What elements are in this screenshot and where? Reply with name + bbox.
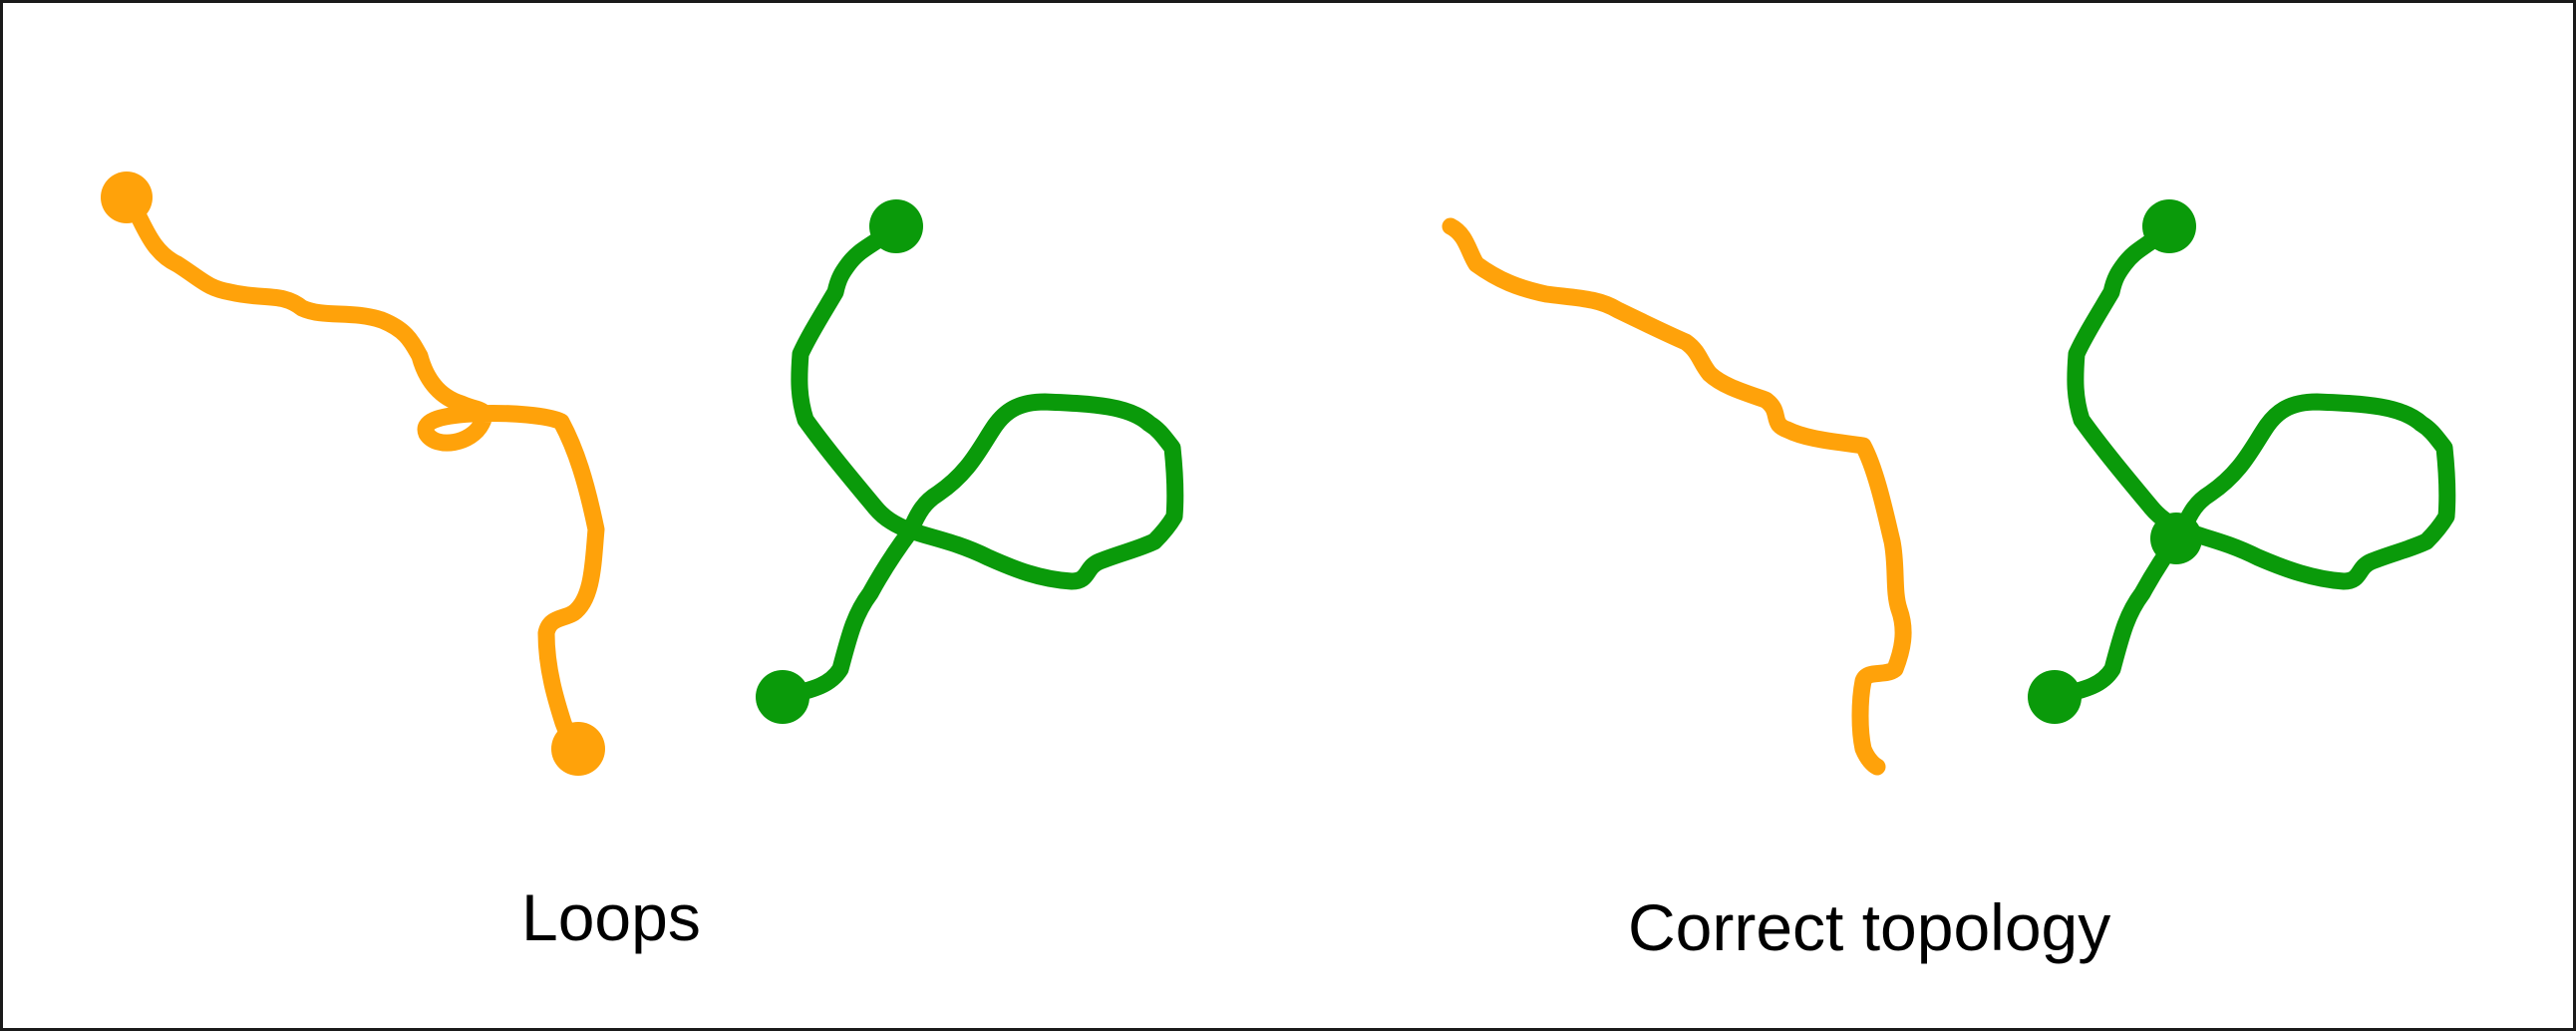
caption-correct-topology: Correct topology — [1628, 890, 2111, 964]
green-end-node-right — [2028, 670, 2082, 724]
green-start-node-right — [2142, 199, 2196, 253]
orange-path-correct — [1442, 217, 1912, 776]
topology-figure — [101, 172, 2456, 776]
orange-path-with-loop — [119, 189, 605, 758]
green-end-node — [756, 670, 809, 724]
caption-loops: Loops — [521, 880, 701, 954]
orange-start-node — [101, 172, 153, 223]
green-start-node — [869, 199, 923, 253]
orange-end-node — [551, 722, 605, 776]
green-junction-node — [2150, 513, 2202, 564]
green-path-junction — [2046, 218, 2456, 706]
green-path-crossing — [774, 218, 1184, 706]
